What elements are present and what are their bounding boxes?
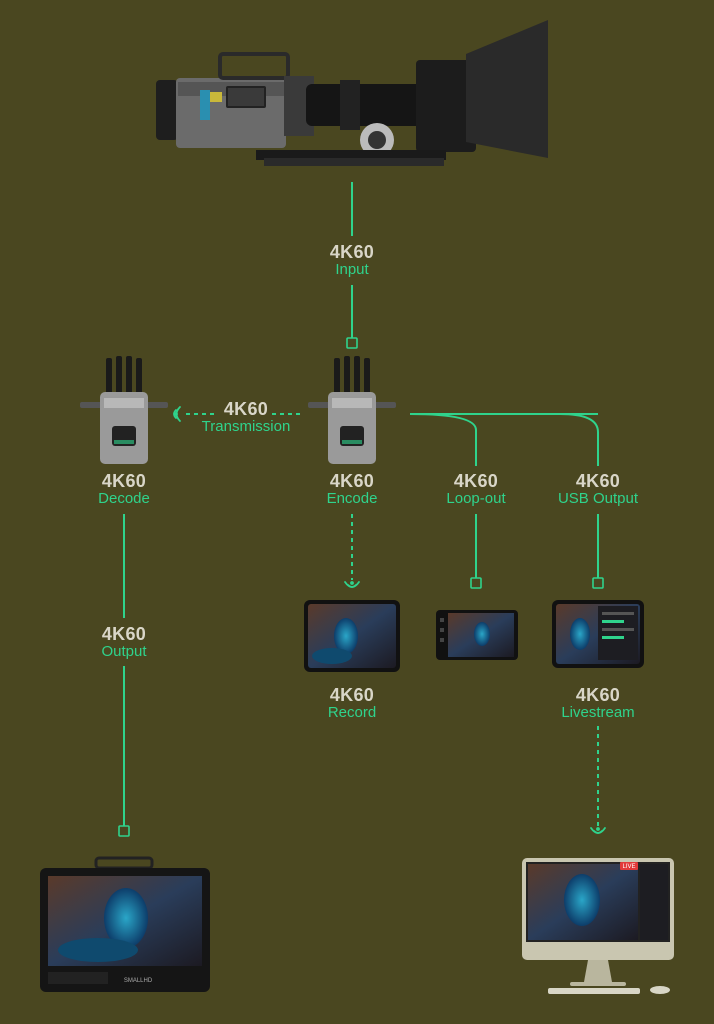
label-transmission-res: 4K60 (223, 399, 269, 419)
label-decode: 4K60 Decode (24, 472, 224, 508)
label-usb-output-name: USB Output (557, 490, 639, 507)
label-livestream: 4K60 Livestream (498, 686, 698, 722)
decoder-receiver (80, 356, 168, 464)
record-monitor (304, 600, 400, 672)
label-encode: 4K60 Encode (252, 472, 452, 508)
plug-icon (118, 825, 130, 837)
line-usb-branch (559, 413, 599, 466)
label-livestream-name: Livestream (561, 704, 635, 721)
label-record: 4K60 Record (252, 686, 452, 722)
plug-icon (346, 337, 358, 349)
label-output: 4K60 Output (24, 625, 224, 661)
loopout-monitor (436, 610, 518, 660)
connector-lines (123, 182, 599, 826)
monitor-brand-text: SMALLHD (124, 978, 153, 984)
encoder-transmitter (308, 356, 396, 464)
connector-plugs (118, 337, 604, 837)
plug-icon (592, 577, 604, 589)
label-usb-output: 4K60 USB Output (498, 472, 698, 508)
line-loopout-branch (409, 413, 477, 466)
label-transmission-name: Transmission (201, 418, 291, 435)
label-encode-name: Encode (326, 490, 378, 507)
label-output-name: Output (101, 643, 147, 660)
label-output-res: 4K60 (101, 624, 147, 644)
label-loopout-res: 4K60 (453, 471, 499, 491)
label-loopout: 4K60 Loop-out (376, 472, 576, 508)
label-input-name: Input (335, 261, 369, 278)
plug-icon (470, 577, 482, 589)
label-transmission: 4K60 Transmission (146, 400, 346, 436)
wifi-signal-icon (590, 827, 606, 834)
livestream-desktop: LIVE (522, 858, 674, 994)
label-record-res: 4K60 (329, 685, 375, 705)
label-loopout-name: Loop-out (446, 490, 506, 507)
live-badge-text: LIVE (622, 864, 635, 870)
label-usb-output-res: 4K60 (575, 471, 621, 491)
label-record-name: Record (327, 704, 377, 721)
label-input: 4K60 Input (252, 243, 452, 279)
label-input-res: 4K60 (329, 242, 375, 262)
wifi-signal-icon (344, 581, 360, 588)
cinema-camera (156, 20, 548, 166)
label-livestream-res: 4K60 (575, 685, 621, 705)
wifi-signal-icon (173, 406, 181, 422)
wireless-icons (173, 406, 606, 834)
label-encode-res: 4K60 (329, 471, 375, 491)
label-decode-name: Decode (98, 490, 150, 507)
production-monitor: SMALLHD (40, 856, 210, 992)
label-decode-res: 4K60 (101, 471, 147, 491)
livestream-tablet (552, 600, 644, 668)
